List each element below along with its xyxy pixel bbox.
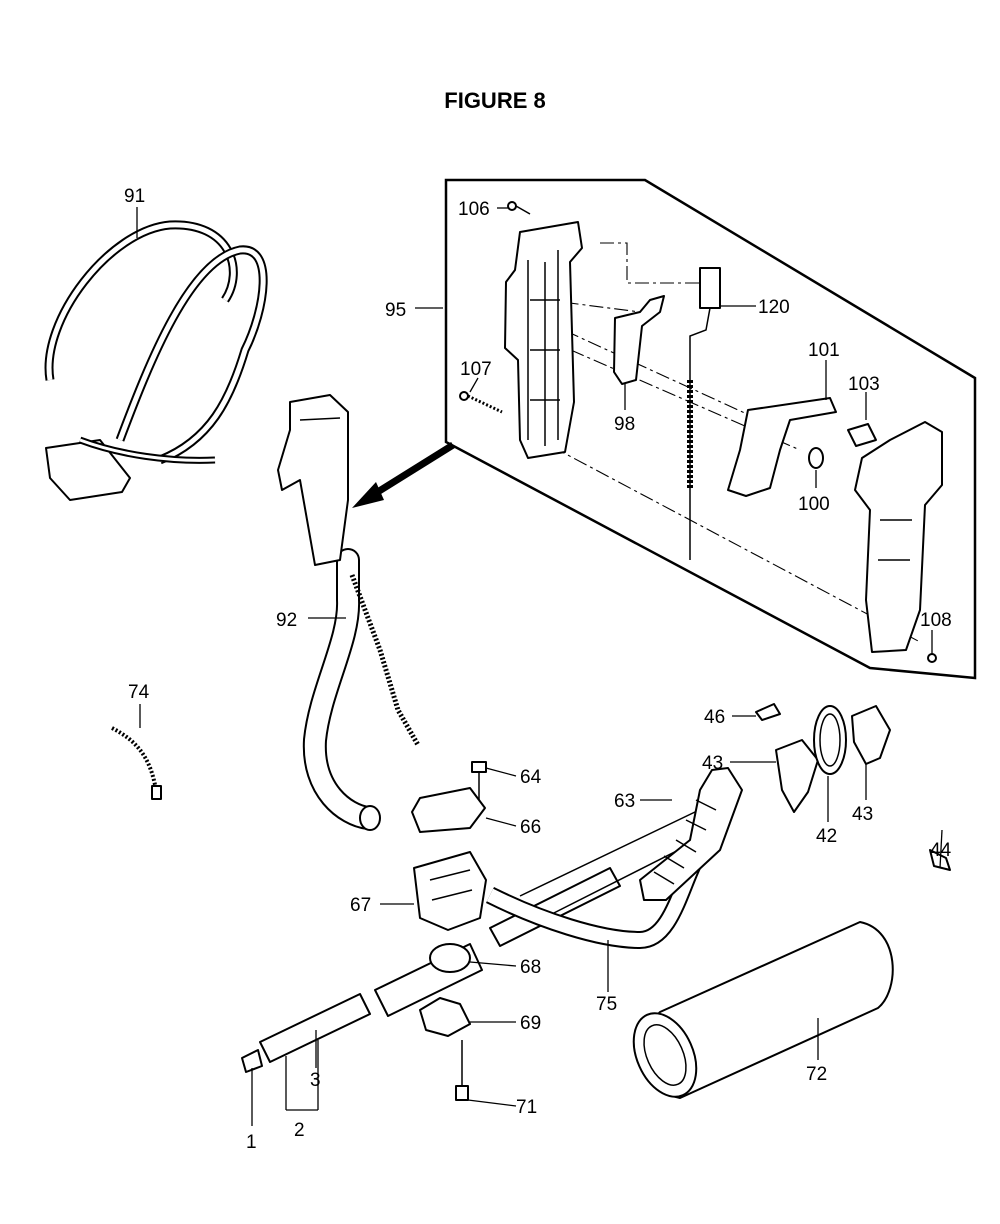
harness-91: [44, 220, 268, 501]
pin-100: [808, 447, 824, 469]
clamp-43-a: [775, 739, 819, 813]
screw-107: [459, 391, 503, 414]
cap-103: [847, 423, 877, 447]
part-label-74: 74: [128, 682, 150, 703]
cover-tube-72: [632, 921, 894, 1099]
part-label-63: 63: [614, 791, 635, 812]
lever-98: [613, 295, 665, 385]
part-label-46: 46: [704, 707, 725, 728]
handle-assembly-92: [277, 394, 421, 831]
part-label-2: 2: [294, 1120, 305, 1141]
part-label-64: 64: [520, 767, 542, 788]
screw-106: [507, 201, 531, 215]
part-label-92: 92: [276, 610, 297, 631]
part-label-107: 107: [460, 359, 492, 380]
part-label-69: 69: [520, 1013, 541, 1034]
part-label-43-a: 43: [702, 753, 723, 774]
clamp-66: [411, 787, 486, 833]
bolt-71: [455, 1040, 469, 1101]
clamp-67: [413, 851, 487, 931]
switch-120: [687, 267, 721, 560]
handle-housing-right: [854, 421, 943, 653]
part-label-103: 103: [848, 374, 880, 395]
part-label-66: 66: [520, 817, 541, 838]
part-label-100: 100: [798, 494, 830, 515]
main-shaft: [241, 799, 731, 1073]
part-label-42: 42: [816, 826, 837, 847]
part-label-91: 91: [124, 186, 145, 207]
screw-108: [927, 653, 937, 663]
part-label-68: 68: [520, 957, 541, 978]
part-label-67: 67: [350, 895, 371, 916]
leader-lines: [136, 207, 943, 1126]
bolt-64: [471, 761, 487, 800]
part-label-106: 106: [458, 199, 490, 220]
part-label-108: 108: [920, 610, 952, 631]
cord-74: [111, 726, 162, 800]
loop-handle-75: [485, 767, 743, 950]
clamp-43-b: [851, 705, 891, 765]
part-label-71: 71: [516, 1097, 537, 1118]
inset-panel: [352, 178, 977, 680]
part-label-101: 101: [808, 340, 840, 361]
part-label-95: 95: [385, 300, 406, 321]
part-label-72: 72: [806, 1064, 827, 1085]
part-label-98: 98: [614, 414, 635, 435]
part-label-43-b: 43: [852, 804, 873, 825]
plate-46: [755, 703, 781, 721]
handle-housing-left: [504, 221, 583, 459]
part-label-75: 75: [596, 994, 617, 1015]
clamp-69: [419, 997, 471, 1037]
figure-title: FIGURE 8: [444, 88, 546, 113]
part-label-44: 44: [930, 840, 952, 861]
part-label-3: 3: [310, 1070, 321, 1091]
part-labels: 91 95 106 107 120 98 101 103 100 108 92 …: [124, 186, 952, 1153]
part-label-120: 120: [758, 297, 790, 318]
ring-42: [813, 705, 847, 775]
part-label-1: 1: [246, 1132, 257, 1153]
throttle-trigger-101: [727, 397, 837, 497]
